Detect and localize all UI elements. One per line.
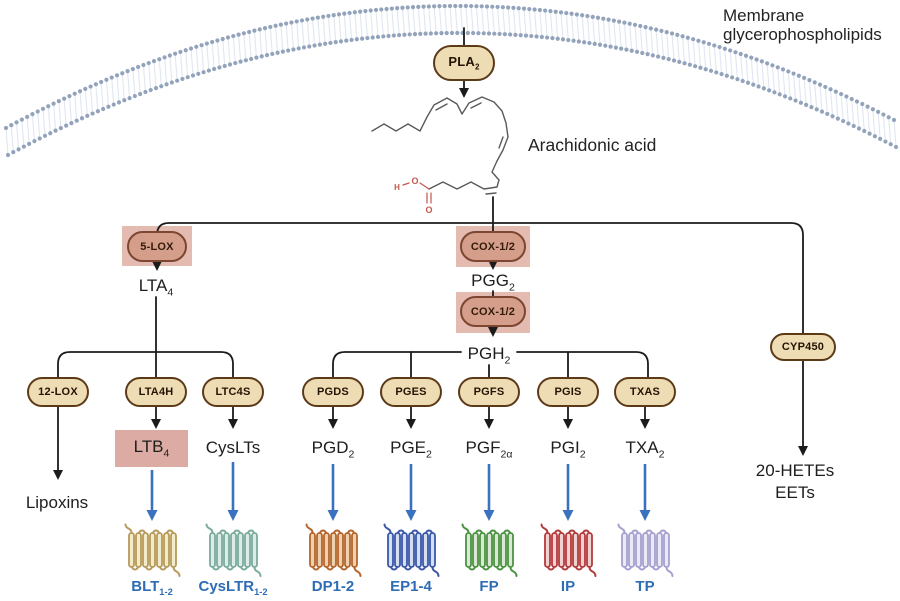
receptor-label-dp: DP1-2 bbox=[311, 578, 355, 595]
product-20-hetes: 20-HETEs bbox=[755, 461, 835, 480]
receptor-label-fp: FP bbox=[479, 578, 499, 595]
ep-receptor-icon bbox=[382, 521, 440, 579]
product-pgf2a: PGF2α bbox=[465, 438, 513, 461]
receptor-label-blt: BLT1-2 bbox=[131, 578, 173, 597]
enzyme-cyp450: CYP450 bbox=[770, 333, 836, 361]
enzyme-txas: TXAS bbox=[614, 377, 676, 407]
membrane-label: Membrane glycerophospholipids bbox=[723, 6, 882, 44]
enzyme-cox-upper: COX-1/2 bbox=[460, 231, 526, 262]
receptor-label-cysltr: CysLTR1-2 bbox=[198, 578, 268, 597]
dp-receptor-icon bbox=[304, 521, 362, 579]
product-ltb4-label: LTB4 bbox=[133, 437, 170, 460]
product-eets: EETs bbox=[775, 483, 815, 502]
product-lipoxins: Lipoxins bbox=[25, 493, 89, 512]
receptor-label-ep: EP1-4 bbox=[390, 578, 432, 595]
tp-receptor-icon bbox=[616, 521, 674, 579]
intermediate-lta4: LTA4 bbox=[138, 276, 174, 299]
enzyme-lta4h: LTA4H bbox=[125, 377, 187, 407]
arachidonic-acid-label: Arachidonic acid bbox=[528, 135, 657, 155]
enzyme-12-lox: 12-LOX bbox=[27, 377, 89, 407]
fp-receptor-icon bbox=[460, 521, 518, 579]
membrane-bilayer bbox=[3, 3, 899, 158]
atom-oxygen-bottom: O bbox=[425, 205, 432, 215]
product-pge2: PGE2 bbox=[390, 438, 432, 461]
atom-hydrogen: H bbox=[394, 183, 400, 192]
blt-receptor-icon bbox=[123, 521, 181, 579]
atom-oxygen-top: O bbox=[411, 176, 418, 186]
enzyme-cox-lower: COX-1/2 bbox=[460, 296, 526, 327]
product-cyslts: CysLTs bbox=[205, 438, 261, 457]
enzyme-pges: PGES bbox=[380, 377, 442, 407]
receptor-label-tp: TP bbox=[635, 578, 655, 595]
enzyme-5-lox: 5-LOX bbox=[127, 231, 187, 262]
product-txa2: TXA2 bbox=[625, 438, 665, 461]
enzyme-pgis: PGIS bbox=[537, 377, 599, 407]
receptor-label-ip: IP bbox=[560, 578, 576, 595]
intermediate-pgg2: PGG2 bbox=[471, 271, 515, 294]
product-ltb4-box: LTB4 bbox=[115, 430, 188, 467]
product-pgi2: PGI2 bbox=[550, 438, 586, 461]
intermediate-pgh2: PGH2 bbox=[467, 344, 511, 367]
enzyme-pgfs: PGFS bbox=[458, 377, 520, 407]
ip-receptor-icon bbox=[539, 521, 597, 579]
enzyme-pla2: PLA2 bbox=[433, 45, 495, 81]
arachidonic-acid-structure: O H O bbox=[371, 96, 509, 215]
connector-lines bbox=[53, 27, 808, 521]
product-pgd2: PGD2 bbox=[311, 438, 355, 461]
enzyme-pgds: PGDS bbox=[302, 377, 364, 407]
cysltr-receptor-icon bbox=[204, 521, 262, 579]
enzyme-ltc4s: LTC4S bbox=[202, 377, 264, 407]
